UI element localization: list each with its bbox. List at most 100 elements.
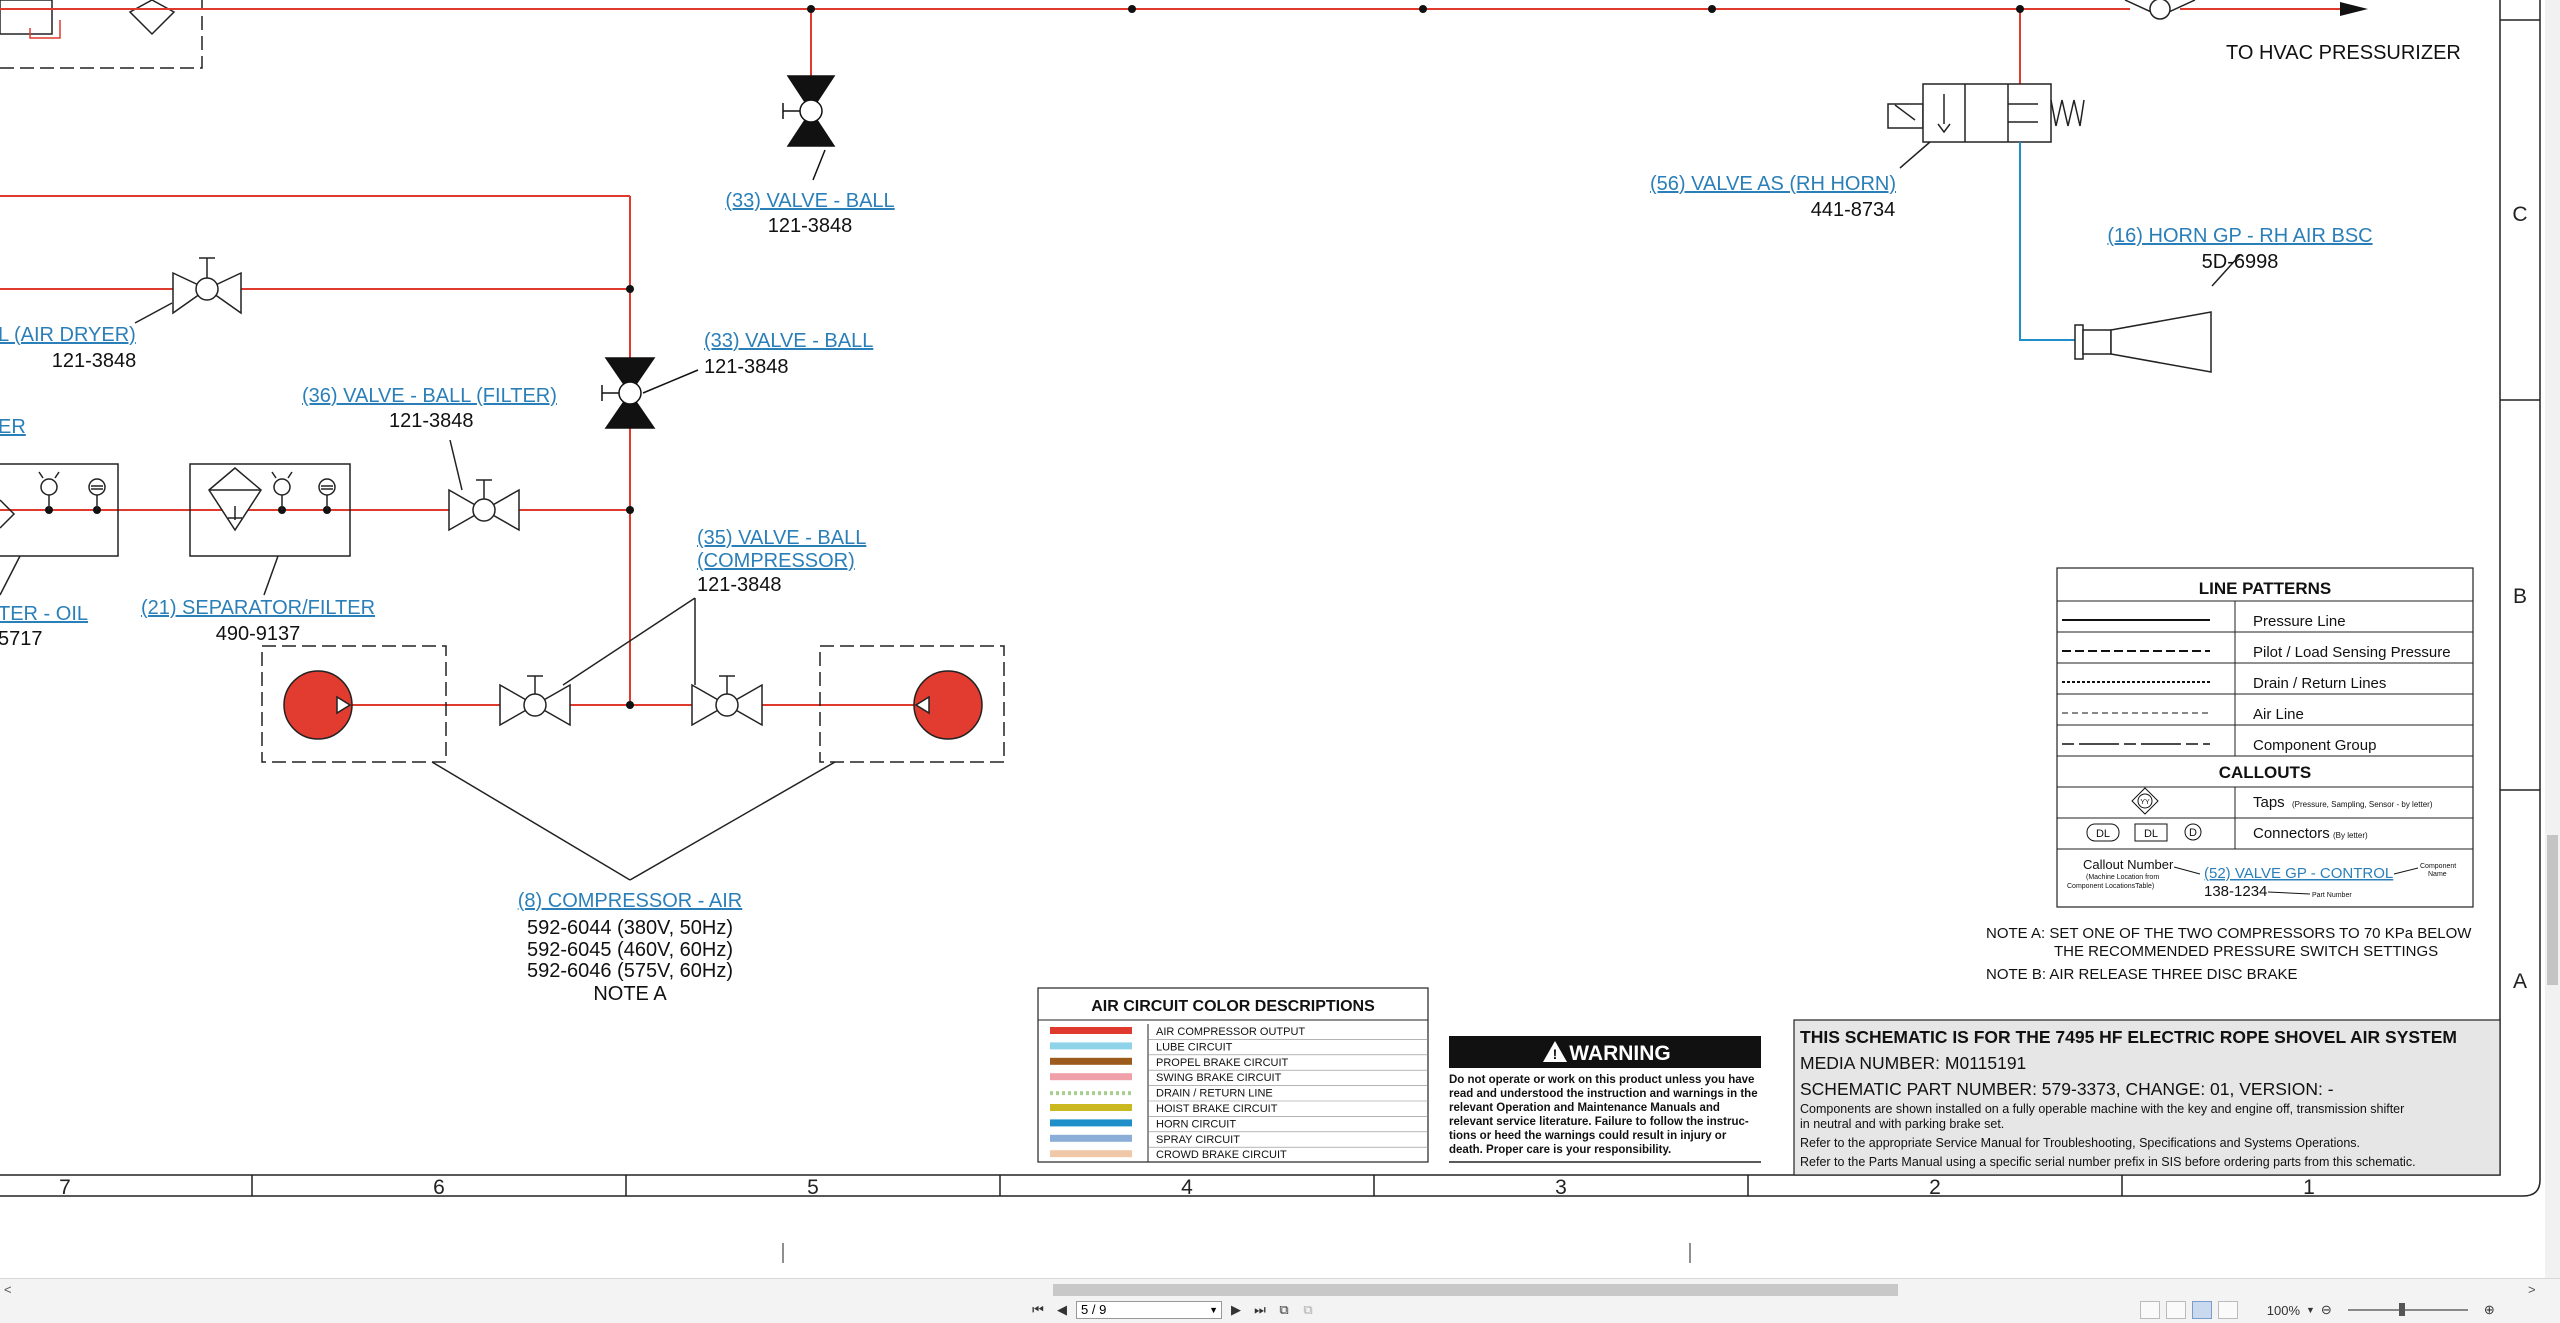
color-descriptions-table: AIR CIRCUIT COLOR DESCRIPTIONS AIR COMPR… bbox=[1037, 987, 1429, 1163]
tap-symbol-icon bbox=[2131, 787, 2159, 815]
legend-callout-sub2: Component LocationsTable) bbox=[2067, 883, 2154, 890]
filter-label-fragment[interactable]: ER bbox=[0, 416, 26, 438]
tap-symbol-text: YY bbox=[2140, 799, 2150, 806]
legend-callout-sub1: (Machine Location from bbox=[2086, 874, 2159, 881]
junction-dots bbox=[45, 5, 2024, 709]
valve-35-label-line1[interactable]: (35) VALVE - BALL bbox=[697, 527, 866, 549]
grid-col-1: 1 bbox=[2303, 1176, 2315, 1199]
zoom-level[interactable]: 100% bbox=[2266, 1302, 2300, 1318]
note-b: NOTE B: AIR RELEASE THREE DISC BRAKE bbox=[1986, 966, 2297, 983]
valve-35-leader-lines bbox=[562, 597, 696, 686]
color-swatch-6 bbox=[1050, 1119, 1132, 1127]
scroll-right-icon[interactable]: > bbox=[2528, 1282, 2536, 1297]
legend-taps-sub: (Pressure, Sampling, Sensor - by letter) bbox=[2292, 800, 2433, 809]
ball-valve-35-right-icon bbox=[691, 675, 763, 727]
valve-36-label[interactable]: (36) VALVE - BALL (FILTER) bbox=[302, 385, 557, 407]
paste-page-icon[interactable]: ⧉ bbox=[1303, 1302, 1313, 1317]
pressure-lines bbox=[0, 8, 2350, 706]
ball-valve-air-dryer-icon bbox=[134, 257, 242, 324]
vertical-scrollbar[interactable] bbox=[2545, 0, 2560, 1280]
connector-d-icon bbox=[2184, 823, 2202, 841]
legend-part-number: Part Number bbox=[2312, 892, 2352, 899]
grid-row-c: C bbox=[2512, 203, 2527, 226]
compressor-right-group bbox=[819, 645, 1005, 763]
two-page-view-icon[interactable] bbox=[2192, 1301, 2212, 1319]
valve-35-label-line2[interactable]: (COMPRESSOR) bbox=[697, 550, 855, 572]
to-hvac-label: TO HVAC PRESSURIZER bbox=[2226, 42, 2461, 64]
note-a-line2: THE RECOMMENDED PRESSURE SWITCH SETTINGS bbox=[2054, 943, 2438, 960]
line-patterns-legend: LINE PATTERNS Pressure Line Pilot / Load… bbox=[2056, 567, 2474, 908]
grid-row-labels: C B A bbox=[2512, 203, 2527, 993]
color-label-1: LUBE CIRCUIT bbox=[1156, 1041, 1233, 1053]
valve-33-middle-part-number: 121-3848 bbox=[704, 356, 789, 378]
legend-component-name2: Name bbox=[2428, 871, 2447, 878]
warning-triangle-icon bbox=[1543, 1041, 1567, 1062]
next-page-icon[interactable]: ▶ bbox=[1231, 1302, 1241, 1317]
legend-drain-line: Drain / Return Lines bbox=[2253, 675, 2386, 692]
compressor-8-note: NOTE A bbox=[593, 983, 667, 1005]
legend-title: LINE PATTERNS bbox=[2199, 579, 2332, 598]
page-number-field[interactable]: 5 / 9 ▼ bbox=[1076, 1301, 1222, 1319]
warning-line-2: read and understood the instruction and … bbox=[1449, 1088, 1758, 1100]
top-right-valve-icon bbox=[2124, 0, 2196, 20]
compressor-left-group bbox=[261, 645, 447, 763]
warning-line-6: death. Proper care is your responsibilit… bbox=[1449, 1144, 1671, 1156]
color-swatch-7 bbox=[1050, 1134, 1132, 1142]
compressor-8-label[interactable]: (8) COMPRESSOR - AIR bbox=[518, 890, 742, 912]
single-page-view-icon[interactable] bbox=[2140, 1301, 2160, 1319]
legend-example-name: (52) VALVE GP - CONTROL bbox=[2204, 865, 2393, 882]
connector-d-text: D bbox=[2189, 827, 2197, 839]
zoom-dropdown-icon[interactable]: ▼ bbox=[2306, 1305, 2315, 1315]
horizontal-scrollbar[interactable]: < > bbox=[0, 1282, 2545, 1298]
horizontal-scrollbar-thumb[interactable] bbox=[1053, 1284, 1898, 1296]
color-swatch-5 bbox=[1050, 1104, 1132, 1111]
color-label-5: HOIST BRAKE CIRCUIT bbox=[1156, 1103, 1278, 1115]
warning-line-4: relevant service literature. Failure to … bbox=[1449, 1116, 1749, 1128]
grid-col-7: 7 bbox=[59, 1176, 71, 1199]
ball-valve-35-left-icon bbox=[499, 675, 571, 727]
zoom-in-icon[interactable]: ⊕ bbox=[2483, 1302, 2495, 1317]
grid-col-4: 4 bbox=[1181, 1176, 1193, 1199]
separator-filter-21-icon bbox=[189, 463, 351, 596]
horn-16-part-number: 5D-6998 bbox=[2202, 251, 2279, 273]
title-block-line-2: in neutral and with parking brake set. bbox=[1800, 1117, 2004, 1131]
warning-line-3: relevant Operation and Maintenance Manua… bbox=[1449, 1102, 1720, 1114]
compressor-8-part-number-2: 592-6045 (460V, 60Hz) bbox=[527, 939, 733, 961]
previous-page-icon[interactable]: ◀ bbox=[1057, 1302, 1067, 1317]
grid-row-a: A bbox=[2513, 970, 2527, 993]
legend-taps: Taps bbox=[2253, 794, 2285, 811]
color-swatch-0 bbox=[1050, 1027, 1132, 1034]
legend-example-part: 138-1234 bbox=[2204, 883, 2267, 900]
horn-16-label[interactable]: (16) HORN GP - RH AIR BSC bbox=[2107, 225, 2372, 247]
continuous-view-icon[interactable] bbox=[2166, 1301, 2186, 1319]
title-block-line-3: Refer to the appropriate Service Manual … bbox=[1800, 1136, 2360, 1150]
valve-33-top-label[interactable]: (33) VALVE - BALL bbox=[725, 190, 894, 212]
air-dryer-label[interactable]: L (AIR DRYER) bbox=[0, 324, 136, 346]
separator-filter-21-label[interactable]: (21) SEPARATOR/FILTER bbox=[141, 597, 375, 619]
horn-circuit-line bbox=[2019, 142, 2080, 341]
ball-valve-36-icon bbox=[448, 439, 520, 532]
connector-dl-box-icon bbox=[2134, 823, 2168, 842]
last-page-icon[interactable]: ⏭ bbox=[1254, 1302, 1266, 1317]
fit-page-icon[interactable] bbox=[2218, 1301, 2238, 1319]
valve-56-label[interactable]: (56) VALVE AS (RH HORN) bbox=[1650, 173, 1896, 195]
valve-33-middle-label[interactable]: (33) VALVE - BALL bbox=[704, 330, 873, 352]
title-block-part: SCHEMATIC PART NUMBER: 579-3373, CHANGE:… bbox=[1800, 1079, 2334, 1099]
scroll-left-icon[interactable]: < bbox=[4, 1282, 12, 1297]
grid-col-3: 3 bbox=[1555, 1176, 1567, 1199]
legend-component-name1: Component bbox=[2420, 863, 2456, 870]
first-page-icon[interactable]: ⏮ bbox=[1032, 1302, 1044, 1317]
zoom-out-icon[interactable]: ⊖ bbox=[2320, 1302, 2332, 1317]
compressor-8-part-number-1: 592-6044 (380V, 50Hz) bbox=[527, 917, 733, 939]
zoom-slider-knob[interactable] bbox=[2398, 1303, 2405, 1316]
legend-pilot-line: Pilot / Load Sensing Pressure bbox=[2253, 644, 2451, 661]
color-label-7: SPRAY CIRCUIT bbox=[1156, 1134, 1240, 1146]
oil-filter-label-fragment[interactable]: TER - OIL bbox=[0, 603, 88, 625]
legend-callouts-title: CALLOUTS bbox=[2219, 763, 2312, 782]
copy-page-icon[interactable]: ⧉ bbox=[1279, 1302, 1289, 1317]
vertical-scrollbar-thumb[interactable] bbox=[2547, 835, 2558, 985]
zoom-slider[interactable] bbox=[2338, 1302, 2478, 1318]
page-dropdown-icon[interactable]: ▼ bbox=[1209, 1305, 1218, 1315]
grid-col-2: 2 bbox=[1929, 1176, 1941, 1199]
valve-35-part-number: 121-3848 bbox=[697, 574, 782, 596]
